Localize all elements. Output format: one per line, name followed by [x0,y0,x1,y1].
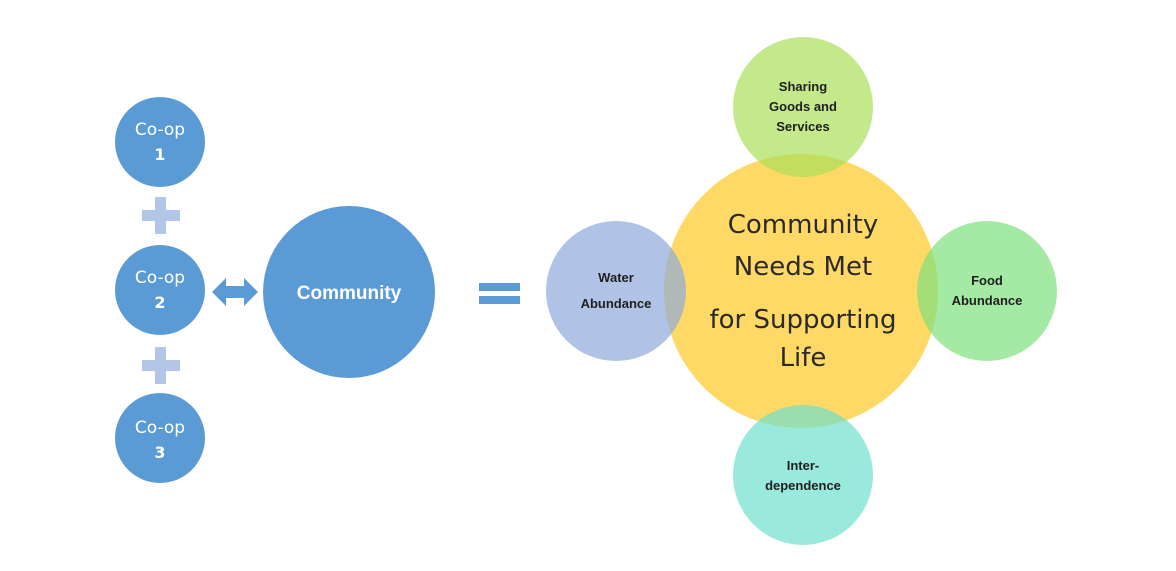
needs-cluster: Community Needs Met for Supporting Life … [546,37,1057,545]
plus-connector-2 [142,347,180,384]
coop-2-node: Co-op 2 [115,245,205,335]
coop-3-label: Co-op [135,418,185,438]
coop-1-label: Co-op [135,120,185,140]
food-circle [917,221,1057,361]
coop-3-node: Co-op 3 [115,393,205,483]
center-line-4: Life [780,343,827,373]
interdependence-line-1: Inter- [787,458,820,473]
coop-1-node: Co-op 1 [115,97,205,187]
sharing-circle [733,37,873,177]
community-node: Community [263,206,435,378]
coop-2-label: Co-op [135,268,185,288]
coop-2-number: 2 [154,293,165,312]
food-line-1: Food [971,273,1003,288]
water-line-1: Water [598,270,634,285]
community-circle [263,206,435,378]
equals-icon [479,283,520,304]
plus-connector-1 [142,197,180,234]
coop-1-number: 1 [154,145,165,164]
interdependence-circle [733,405,873,545]
sharing-line-2: Goods and [769,99,837,114]
double-arrow-icon [212,278,258,306]
plus-1-vertical [155,197,166,234]
coop-1-circle [115,97,205,187]
equals-top-bar [479,283,520,291]
equals-bottom-bar [479,296,520,304]
coop-3-circle [115,393,205,483]
coop-2-circle [115,245,205,335]
center-circle [664,154,938,428]
center-line-3: for Supporting [709,305,896,335]
sharing-line-1: Sharing [779,79,827,94]
sharing-line-3: Services [776,119,830,134]
water-circle [546,221,686,361]
plus-2-vertical [155,347,166,384]
water-line-2: Abundance [581,296,652,311]
interdependence-line-2: dependence [765,478,841,493]
center-line-1: Community [728,210,878,240]
center-line-2: Needs Met [734,252,872,282]
coop-3-number: 3 [154,443,165,462]
food-line-2: Abundance [952,293,1023,308]
community-label: Community [297,283,402,304]
